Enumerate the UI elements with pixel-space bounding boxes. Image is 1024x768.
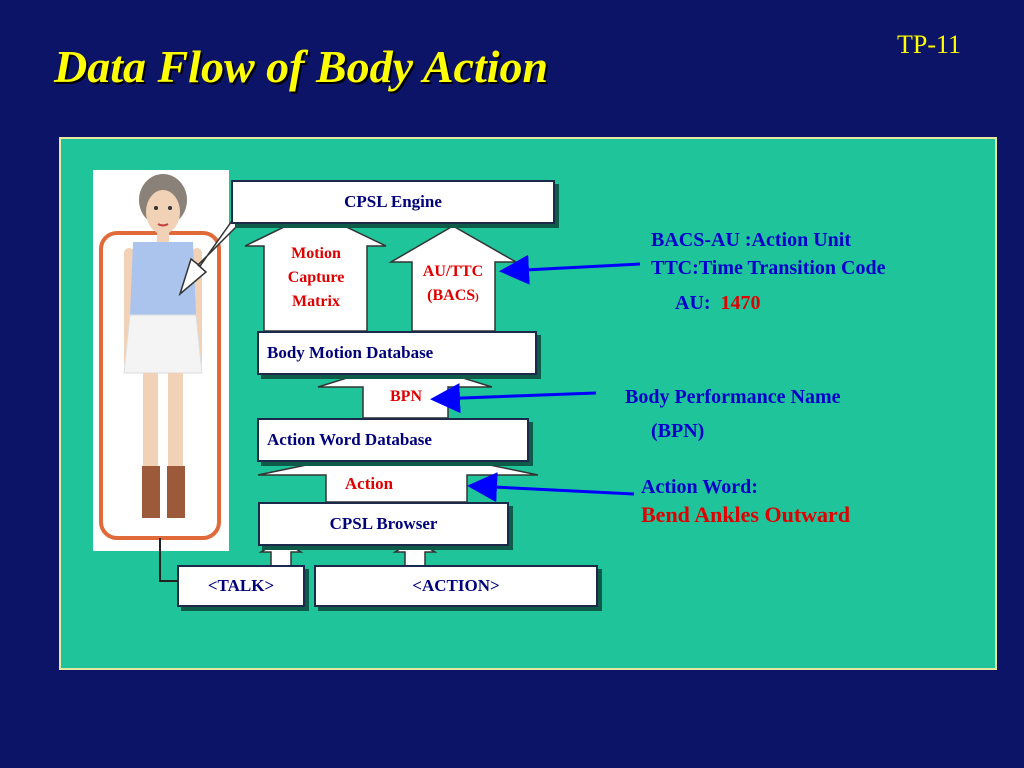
- female-figure-illustration: [93, 170, 229, 551]
- action-word-note-label: Action Word:: [641, 476, 758, 498]
- cpsl-engine-box: CPSL Engine: [231, 180, 555, 224]
- action-tag-label: <ACTION>: [412, 576, 500, 595]
- motion-capture-arrow: [244, 211, 387, 332]
- bpn-note-line-2: (BPN): [651, 420, 705, 442]
- ttc-note: TTC:Time Transition Code: [651, 257, 886, 279]
- bpn-label: BPN: [390, 388, 422, 405]
- bacs-label-line: (BACS): [410, 284, 496, 309]
- action-pointer-arrow: [467, 472, 635, 503]
- action-label: Action: [344, 474, 394, 493]
- au-count-label: AU:: [675, 292, 711, 314]
- au-ttc-label: AU/TTC (BACS): [410, 260, 496, 309]
- talk-up-arrow: [258, 539, 304, 567]
- action-up-arrow: [392, 539, 438, 567]
- body-motion-database-box: Body Motion Database: [257, 331, 537, 375]
- au-count-value: 1470: [720, 292, 761, 314]
- motion-label-line-1: Motion: [291, 245, 341, 262]
- slide-title: Data Flow of Body Action: [54, 41, 549, 92]
- talk-tag-box: <TALK>: [177, 565, 305, 607]
- action-tag-box: <ACTION>: [314, 565, 598, 607]
- talk-tag-label: <TALK>: [207, 576, 275, 595]
- page-number: TP-11: [897, 30, 962, 59]
- talk-to-figure-line: [159, 538, 178, 582]
- bacs-label-close: ): [475, 291, 479, 303]
- body-motion-database-label: Body Motion Database: [267, 343, 434, 362]
- cpsl-browser-label: CPSL Browser: [329, 514, 438, 533]
- motion-capture-matrix-label: Motion Capture Matrix: [270, 242, 362, 314]
- motion-label-line-2: Capture: [287, 269, 345, 286]
- bpn-pointer-arrow: [430, 383, 597, 414]
- action-word-note-value: Bend Ankles Outward: [641, 502, 851, 527]
- engine-to-figure-arrow: [178, 216, 242, 297]
- au-ttc-arrow: [388, 225, 519, 332]
- bacs-label-text: (BACS: [427, 287, 476, 304]
- cpsl-engine-label: CPSL Engine: [344, 192, 442, 211]
- cpsl-browser-box: CPSL Browser: [258, 502, 509, 546]
- action-word-database-label: Action Word Database: [267, 430, 432, 449]
- action-word-database-box: Action Word Database: [257, 418, 529, 462]
- motion-label-line-3: Matrix: [292, 293, 340, 310]
- au-ttc-label-line-1: AU/TTC: [422, 263, 484, 280]
- au-count-note: AU: 1470: [675, 292, 761, 315]
- bacs-pointer-arrow: [499, 254, 641, 285]
- bacs-au-note: BACS-AU :Action Unit: [651, 229, 851, 251]
- bpn-note-line-1: Body Performance Name: [625, 386, 841, 408]
